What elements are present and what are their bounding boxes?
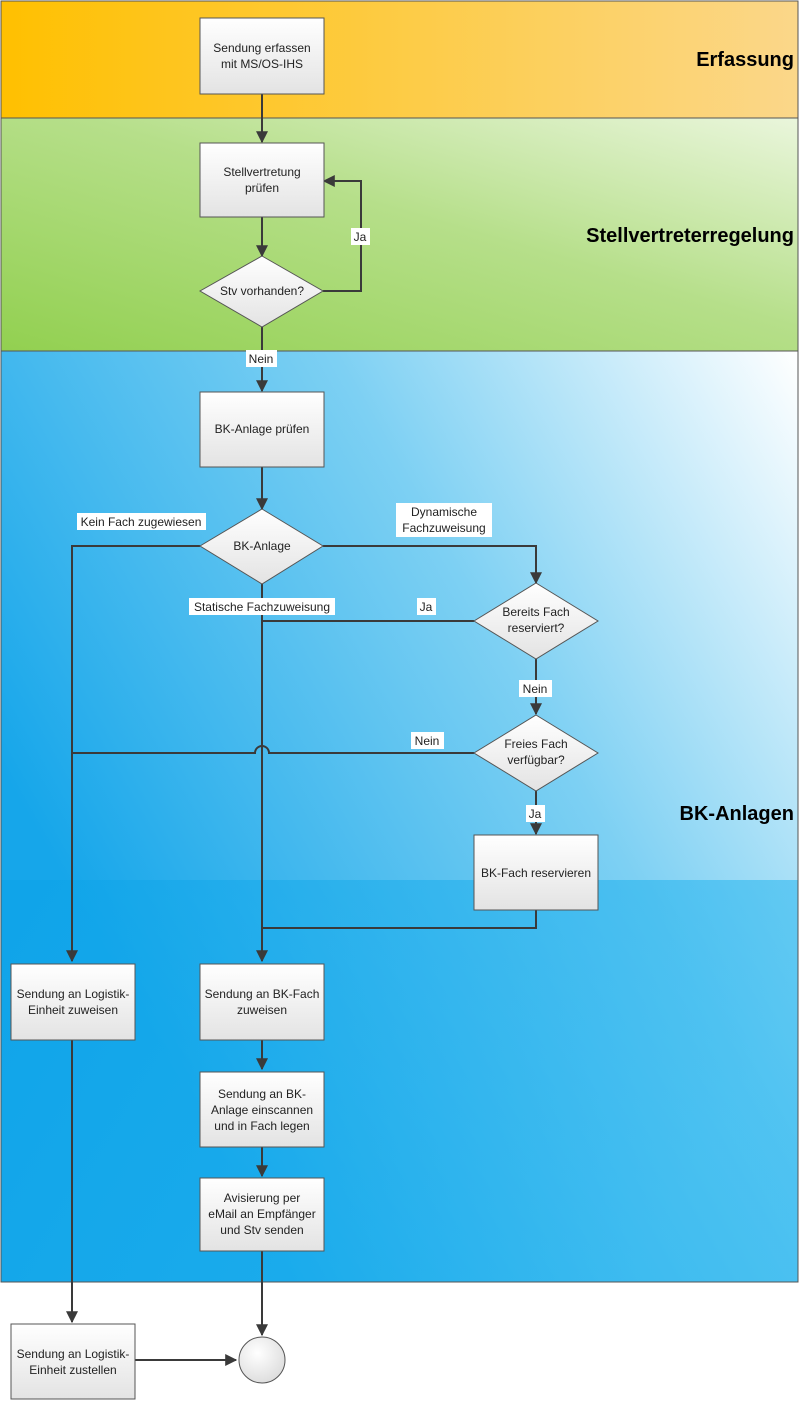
label-freies-ja: Ja bbox=[529, 807, 542, 821]
node-avisierung: Avisierung per eMail an Empfänger und St… bbox=[199, 1177, 325, 1252]
node-text: zuweisen bbox=[237, 1003, 287, 1017]
node-text: BK-Anlage prüfen bbox=[215, 422, 310, 436]
edge-kein-fach-to-logistik bbox=[66, 545, 200, 963]
node-text: BK-Fach reservieren bbox=[481, 866, 591, 880]
node-bkfach-zuweisen: Sendung an BK-Fach zuweisen bbox=[199, 963, 325, 1041]
node-bk-fach-reservieren: BK-Fach reservieren bbox=[473, 834, 599, 911]
node-bk-anlage-pruefen: BK-Anlage prüfen bbox=[199, 391, 325, 468]
label-kein-fach: Kein Fach zugewiesen bbox=[81, 515, 202, 529]
label-bereits-ja: Ja bbox=[420, 600, 433, 614]
label-statisch: Statische Fachzuweisung bbox=[194, 600, 330, 614]
decision-bereits-fach-reserviert: Bereits Fach reserviert? bbox=[473, 582, 599, 660]
node-text: Stellvertretung bbox=[223, 165, 300, 179]
node-text: Einheit zustellen bbox=[29, 1363, 116, 1377]
node-text: verfügbar? bbox=[507, 753, 565, 767]
label-stv-ja: Ja bbox=[354, 230, 367, 244]
edge-freies-nein-to-logistik bbox=[72, 745, 474, 754]
node-einscannen: Sendung an BK- Anlage einscannen und in … bbox=[199, 1071, 325, 1148]
lane-title-erfassung: Erfassung bbox=[696, 49, 794, 71]
edge-labels: Ja Nein Kein Fach zugewiesen Dynamische … bbox=[77, 228, 552, 822]
node-sendung-erfassen: Sendung erfassen mit MS/OS-IHS bbox=[199, 17, 325, 95]
decision-freies-fach-verfuegbar: Freies Fach verfügbar? bbox=[473, 714, 599, 792]
label-freies-nein: Nein bbox=[415, 734, 440, 748]
decision-bk-anlage: BK-Anlage bbox=[199, 508, 324, 585]
node-text: prüfen bbox=[245, 181, 279, 195]
node-text: und Stv senden bbox=[220, 1223, 303, 1237]
lane-stellvertreterregelung: Stellvertreterregelung bbox=[0, 117, 799, 352]
label-dynamisch-2: Fachzuweisung bbox=[402, 521, 485, 535]
lane-title-bk-anlagen: BK-Anlagen bbox=[680, 803, 794, 825]
edge-reservieren-to-bkfach bbox=[262, 910, 537, 929]
node-logistik-zuweisen: Sendung an Logistik- Einheit zuweisen bbox=[10, 963, 136, 1041]
node-text: Sendung an BK-Fach bbox=[205, 987, 320, 1001]
lane-bk-anlagen: BK-Anlagen bbox=[0, 350, 799, 1283]
label-bereits-nein: Nein bbox=[523, 682, 548, 696]
node-text: Sendung an Logistik- bbox=[17, 1347, 130, 1361]
node-text: Einheit zuweisen bbox=[28, 1003, 118, 1017]
edge-dynamisch-to-bereits-fach bbox=[323, 545, 542, 585]
node-text: Sendung an BK- bbox=[218, 1087, 306, 1101]
node-text: Freies Fach bbox=[504, 737, 567, 751]
decision-stv-vorhanden: Stv vorhanden? bbox=[198, 255, 324, 328]
node-text: und in Fach legen bbox=[214, 1119, 309, 1133]
label-dynamisch-1: Dynamische bbox=[411, 505, 477, 519]
label-stv-nein: Nein bbox=[249, 352, 274, 366]
lane-title-stellvertreterregelung: Stellvertreterregelung bbox=[586, 225, 794, 247]
node-text: mit MS/OS-IHS bbox=[221, 57, 303, 71]
node-text: BK-Anlage bbox=[233, 539, 291, 553]
node-text: reserviert? bbox=[508, 621, 565, 635]
node-logistik-zustellen: Sendung an Logistik- Einheit zustellen bbox=[10, 1323, 136, 1400]
node-text: Avisierung per bbox=[224, 1191, 301, 1205]
lane-erfassung: Erfassung bbox=[0, 0, 799, 119]
node-text: eMail an Empfänger bbox=[208, 1207, 315, 1221]
end-node bbox=[238, 1336, 286, 1384]
node-text: Bereits Fach bbox=[502, 605, 569, 619]
node-stellvertretung-pruefen: Stellvertretung prüfen bbox=[199, 142, 325, 218]
node-text: Sendung an Logistik- bbox=[17, 987, 130, 1001]
node-text: Stv vorhanden? bbox=[220, 284, 304, 298]
node-text: Sendung erfassen bbox=[213, 41, 310, 55]
node-text: Anlage einscannen bbox=[211, 1103, 313, 1117]
